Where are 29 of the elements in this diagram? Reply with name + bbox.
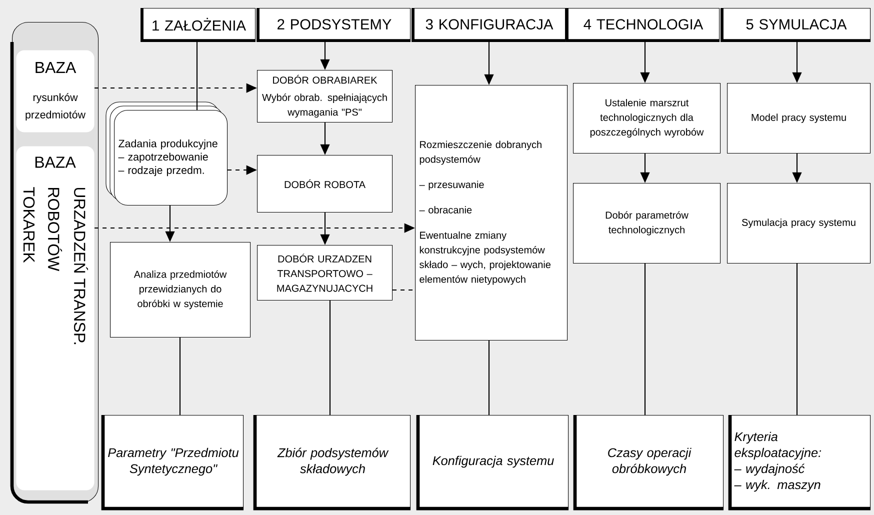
result-box: Kryteria eksploatacyjne: – wydajność – wyk. maszyn (728, 415, 871, 510)
connector-line (644, 264, 646, 415)
process-box: Ustalenie marszrut technologicznych dla poszczególnych wyrobów (573, 83, 721, 154)
process-box: Analiza przedmiotów przewidzianych do obróbki w systemie (110, 242, 251, 338)
result-box: Parametry "Przedmiotu Syntetycznego" (101, 415, 244, 510)
connector-line (196, 40, 198, 110)
database-label: BAZA rysunków przedmiotów (16, 50, 94, 132)
header-box: 2 PODSYSTEMY (256, 8, 411, 42)
process-box: DOBÓR URZADZEN TRANSPORTOWO – MAGAZYNUJACYCH (257, 245, 393, 301)
connector-line (488, 340, 490, 415)
connector-line (179, 338, 181, 415)
process-box: DOBÓR OBRABIAREK Wybór obrab. spełniających wymagania "PS" (257, 70, 393, 123)
header-box: 4 TECHNOLOGIA (566, 8, 720, 42)
result-box: Zbiór podsystemów składowych (253, 415, 411, 510)
result-box: Konfiguracja systemu (416, 415, 569, 510)
stacked-box: Zadania produkcyjne – zapotrzebowanie – rodzaje przedm. (106, 102, 228, 206)
header-box: 5 SYMULACJA (720, 8, 871, 42)
connector-line (796, 264, 798, 415)
process-box: DOBÓR ROBOTA (257, 155, 393, 213)
process-box: Rozmieszczenie dobranych podsystemów – przesuwanie – obracanie Ewentualne zmiany konstrukcyjne podsystemów składo – wych, projektowanie elementów nietypowych (415, 85, 568, 341)
process-box: Symulacja pracy systemu (727, 183, 871, 264)
connector-line (392, 289, 415, 291)
database-label: BAZA TOKAREK ROBOTÓW URZADZEŃ TRANSP. (16, 146, 94, 490)
result-box: Czasy operacji obróbkowych (573, 415, 724, 510)
header-box: 1 ZAŁOŻENIA (140, 8, 256, 42)
process-box: Dobór parametrów technologicznych (573, 183, 721, 264)
process-box: Model pracy systemu (727, 83, 871, 154)
connector-line (329, 300, 331, 415)
header-box: 3 KONFIGURACJA (412, 8, 566, 42)
